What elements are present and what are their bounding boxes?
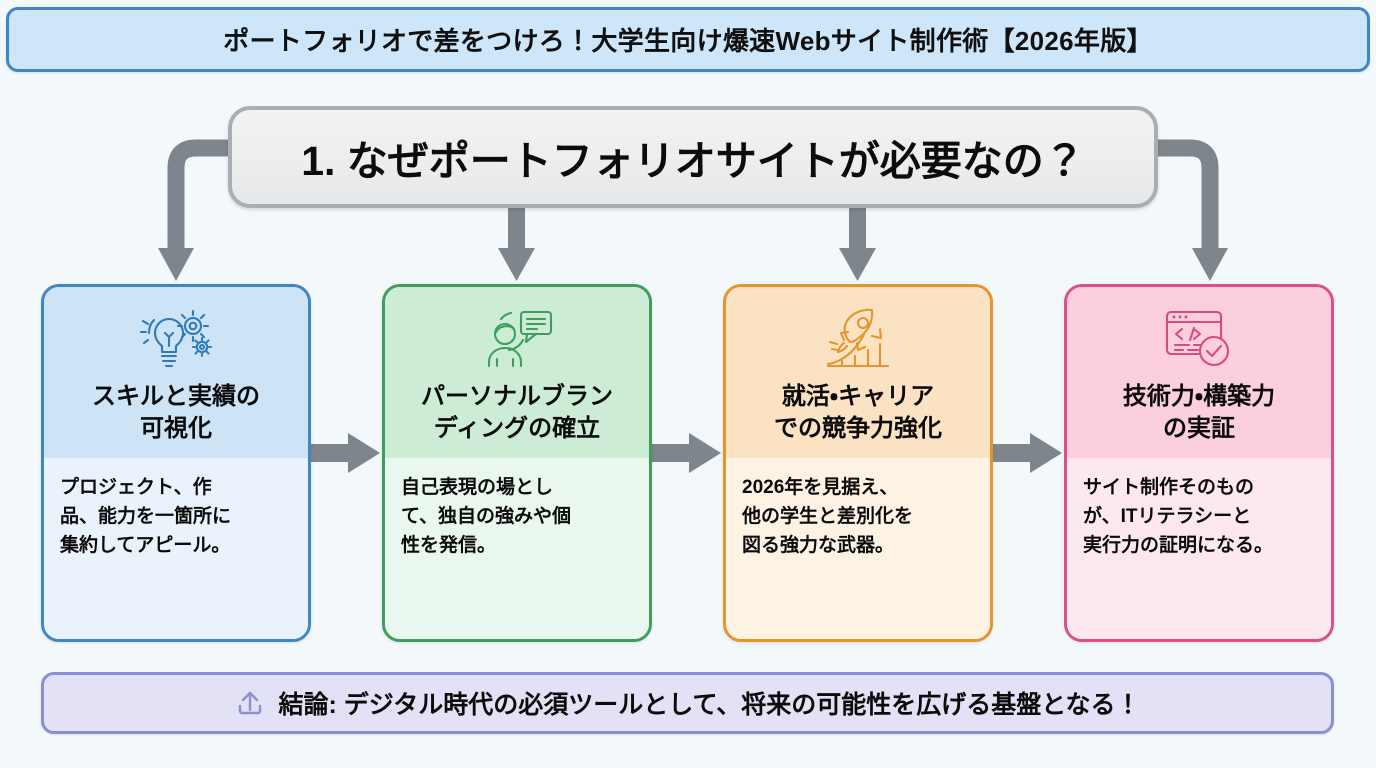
- card-header: 就活・キャリア での競争力強化: [726, 287, 990, 459]
- page-title: ポートフォリオで差をつけろ！大学生向け爆速Webサイト制作術【2026年版】: [223, 26, 1153, 56]
- card-body-text: 2026年を見据え、 他の学生と差別化を 図る強力な武器。: [726, 458, 990, 639]
- card-skills-visualization[interactable]: スキルと実績の 可視化 プロジェクト、作 品、能力を一箇所に 集約してアピール。: [41, 284, 311, 642]
- connector-heading-to-card-4: [1154, 139, 1228, 281]
- card-title: パーソナルブラン ディングの確立: [421, 383, 613, 442]
- conclusion-bar: 結論: デジタル時代の必須ツールとして、将来の可能性を広げる基盤となる！: [41, 672, 1334, 734]
- card-technical-proof[interactable]: 技術力・構築力 の実証 サイト制作そのもの が、ITリテラシーと 実行力の証明に…: [1064, 284, 1334, 642]
- person-speech-bubble-icon: [475, 303, 559, 375]
- card-title: 就活・キャリア での競争力強化: [774, 383, 942, 442]
- card-personal-branding[interactable]: パーソナルブラン ディングの確立 自己表現の場とし て、独自の強みや個 性を発信…: [382, 284, 652, 642]
- page-title-bar: ポートフォリオで差をつけろ！大学生向け爆速Webサイト制作術【2026年版】: [6, 7, 1370, 72]
- card-header: スキルと実績の 可視化: [44, 287, 308, 459]
- connector-heading-to-card-3: [839, 207, 876, 281]
- section-heading-box: 1. なぜポートフォリオサイトが必要なの？: [228, 106, 1158, 208]
- rocket-growth-chart-icon: [816, 303, 900, 375]
- upload-icon: [239, 691, 262, 715]
- card-title: スキルと実績の 可視化: [92, 383, 260, 442]
- section-heading-text: 1. なぜポートフォリオサイトが必要なの？: [301, 138, 1085, 184]
- card-body-text: 自己表現の場とし て、独自の強みや個 性を発信。: [385, 458, 649, 639]
- card-career-competitiveness[interactable]: 就活・キャリア での競争力強化 2026年を見据え、 他の学生と差別化を 図る強…: [723, 284, 993, 642]
- lightbulb-gear-icon: [134, 303, 218, 375]
- connector-heading-to-card-1: [158, 139, 232, 281]
- card-title: 技術力・構築力 の実証: [1122, 383, 1276, 442]
- card-body-text: サイト制作そのもの が、ITリテラシーと 実行力の証明になる。: [1067, 458, 1331, 639]
- card-row: スキルと実績の 可視化 プロジェクト、作 品、能力を一箇所に 集約してアピール。: [0, 284, 1376, 642]
- card-body-text: プロジェクト、作 品、能力を一箇所に 集約してアピール。: [44, 458, 308, 639]
- card-header: 技術力・構築力 の実証: [1067, 287, 1331, 459]
- card-header: パーソナルブラン ディングの確立: [385, 287, 649, 459]
- code-window-check-icon: [1157, 303, 1241, 375]
- connector-heading-to-card-2: [498, 207, 535, 281]
- conclusion-text: 結論: デジタル時代の必須ツールとして、将来の可能性を広げる基盤となる！: [278, 691, 1141, 719]
